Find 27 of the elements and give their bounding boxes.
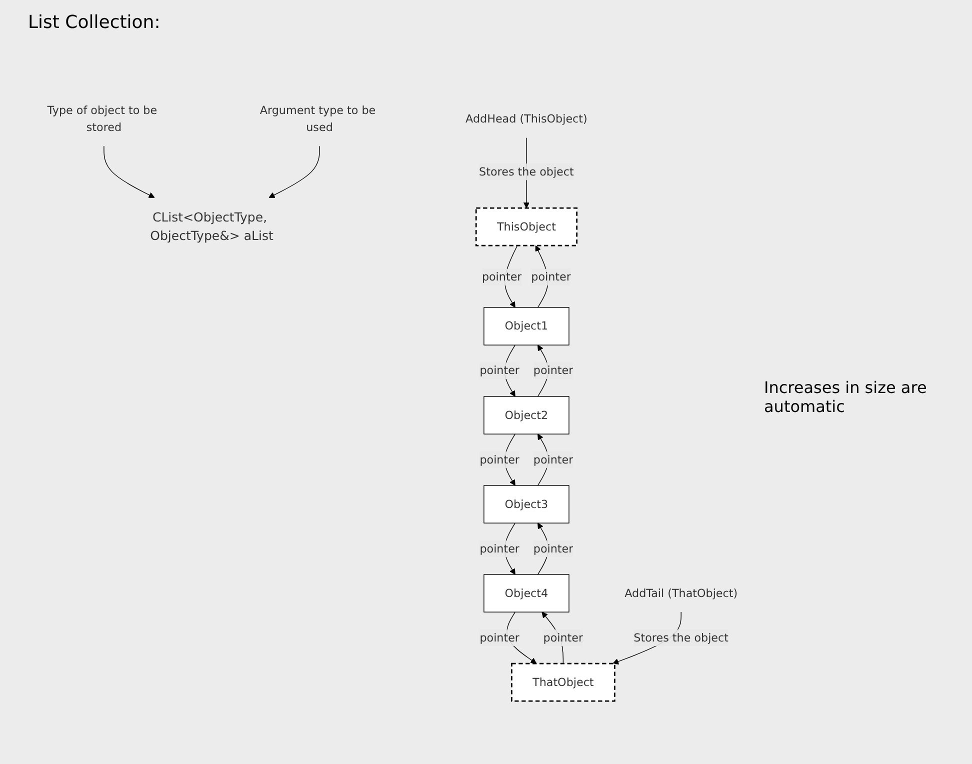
edge-label: pointer [482, 270, 522, 284]
heading-label: List Collection: [28, 12, 160, 33]
arrow [104, 146, 155, 198]
edge-label: pointer [480, 452, 520, 466]
edge-label: pointer [533, 364, 574, 378]
edge-label: pointer [480, 542, 520, 556]
edge-label: pointer [543, 630, 584, 644]
node-text: CList<ObjectType, ObjectType&> aList [150, 210, 274, 244]
note-text: Increases in size are automatic [764, 378, 928, 416]
edge-label: pointer [531, 270, 571, 284]
node-box: Object1 [484, 307, 570, 346]
edge-label: pointer [480, 364, 520, 378]
edge-label: Stores the object [634, 630, 728, 644]
node-text: AddHead (ThisObject) [466, 112, 588, 126]
node-text: Type of object to be stored [47, 104, 158, 134]
edge-label: pointer [480, 630, 520, 644]
node-box: Object2 [484, 396, 570, 434]
node-box: ThatObject [510, 662, 616, 702]
node-box: Object3 [484, 485, 570, 524]
node-box: Object4 [484, 574, 570, 612]
node-text: AddTail (ThatObject) [624, 586, 738, 600]
node-text: Argument type to be used [260, 104, 376, 134]
edge-label: pointer [533, 542, 574, 556]
arrow [268, 146, 320, 198]
edge-label: pointer [533, 452, 574, 466]
node-box: ThisObject [475, 207, 578, 246]
edge-label: Stores the object [479, 164, 574, 178]
